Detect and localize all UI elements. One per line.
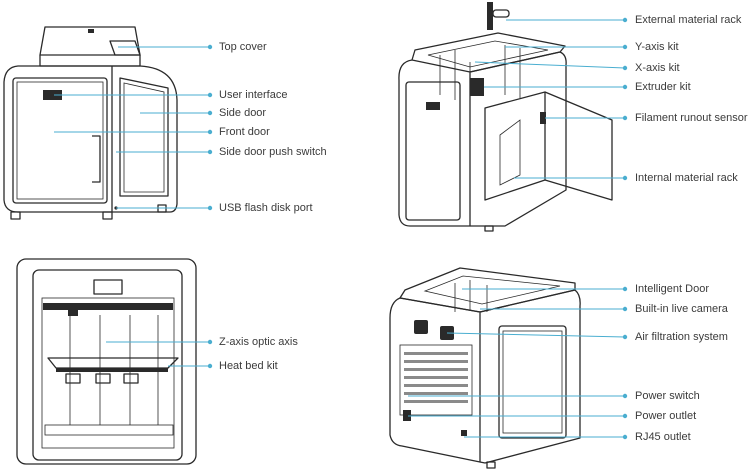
label-user-interface: User interface: [219, 89, 288, 101]
label-top-cover: Top cover: [219, 41, 267, 53]
label-filament-runout-sensor: Filament runout sensor: [635, 112, 748, 124]
label-side-door: Side door: [219, 107, 267, 119]
label-front-door: Front door: [219, 126, 270, 138]
label-power-outlet: Power outlet: [635, 410, 697, 422]
label-heat-bed-kit: Heat bed kit: [219, 360, 278, 372]
label-built-in-live-camera: Built-in live camera: [635, 303, 728, 315]
printer-rear-view: [389, 267, 581, 469]
label-extruder-kit: Extruder kit: [635, 81, 691, 93]
label-power-switch: Power switch: [635, 390, 700, 402]
label-usb-flash-disk-port: USB flash disk port: [219, 202, 313, 214]
printer-open-side-view: [398, 2, 613, 232]
label-rj45-outlet: RJ45 outlet: [635, 431, 691, 443]
printer-front-view: [3, 26, 178, 220]
label-internal-material-rack: Internal material rack: [635, 172, 738, 184]
label-side-door-push-switch: Side door push switch: [219, 146, 327, 158]
label-intelligent-door: Intelligent Door: [635, 283, 709, 295]
printer-internal-view: [16, 258, 197, 465]
label-external-material-rack: External material rack: [635, 14, 742, 26]
label-y-axis-kit: Y-axis kit: [635, 41, 679, 53]
leader-lines: [54, 17, 628, 440]
label-x-axis-kit: X-axis kit: [635, 62, 680, 74]
label-air-filtration-system: Air filtration system: [635, 331, 728, 343]
label-z-axis-optic-axis: Z-axis optic axis: [219, 336, 298, 348]
